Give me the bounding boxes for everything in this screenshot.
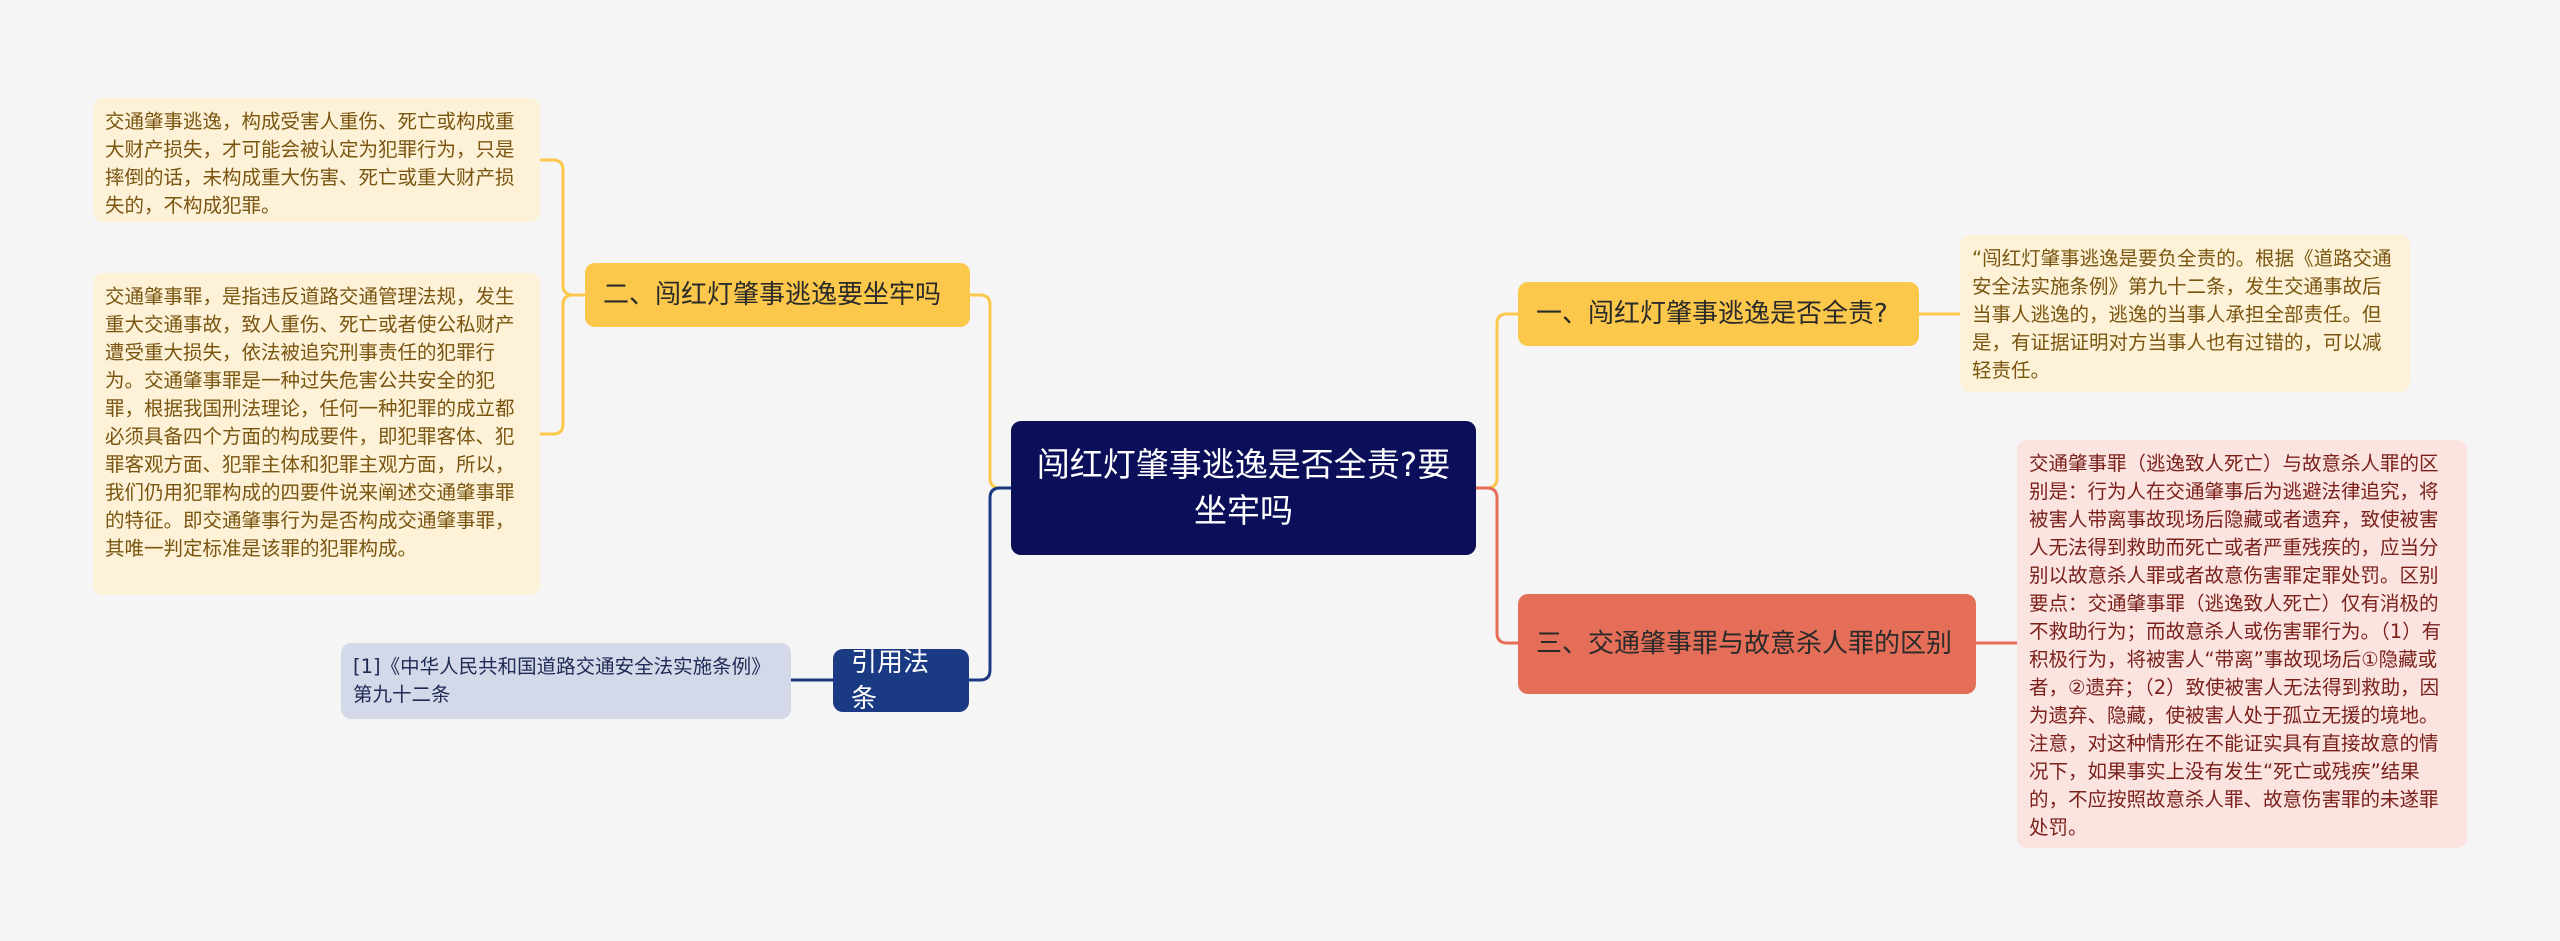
connector-branch-2-leaf-1	[540, 158, 585, 297]
central-topic[interactable]: 闯红灯肇事逃逸是否全责?要坐牢吗	[1011, 421, 1476, 555]
branch-node-3[interactable]: 三、交通肇事罪与故意杀人罪的区别	[1518, 594, 1976, 694]
branch-node-1[interactable]: 一、闯红灯肇事逃逸是否全责?	[1518, 282, 1919, 346]
citation-leaf[interactable]: [1]《中华人民共和国道路交通安全法实施条例》 第九十二条	[341, 643, 791, 719]
branch-1-leaf[interactable]: “闯红灯肇事逃逸是要负全责的。根据《道路交通安全法实施条例》第九十二条，发生交通…	[1960, 235, 2410, 392]
branch-2-label: 二、闯红灯肇事逃逸要坐牢吗	[603, 280, 942, 310]
citation-label: 引用法条	[851, 647, 930, 714]
branch-2-leaf-2-text: 交通肇事罪，是指违反道路交通管理法规，发生重大交通事故，致人重伤、死亡或者使公私…	[105, 285, 515, 560]
branch-3-leaf[interactable]: 交通肇事罪（逃逸致人死亡）与故意杀人罪的区别是：行为人在交通肇事后为逃避法律追究…	[2017, 440, 2467, 848]
branch-2-leaf-1-text: 交通肇事逃逸，构成受害人重伤、死亡或构成重大财产损失，才可能会被认定为犯罪行为，…	[105, 110, 515, 217]
branch-3-label: 三、交通肇事罪与故意杀人罪的区别	[1536, 629, 1953, 659]
connector-center-to-branch-1	[1476, 312, 1518, 490]
branch-2-leaf-1[interactable]: 交通肇事逃逸，构成受害人重伤、死亡或构成重大财产损失，才可能会被认定为犯罪行为，…	[93, 98, 540, 222]
connector-center-to-citation	[969, 486, 1011, 682]
connector-center-to-branch-3	[1476, 486, 1518, 645]
branch-2-leaf-2[interactable]: 交通肇事罪，是指违反道路交通管理法规，发生重大交通事故，致人重伤、死亡或者使公私…	[93, 273, 540, 595]
central-topic-label: 闯红灯肇事逃逸是否全责?要坐牢吗	[1036, 445, 1451, 530]
connector-branch-2-leaf-2	[540, 293, 585, 436]
connector-center-to-branch-2	[970, 293, 1011, 490]
citation-node[interactable]: 引用法条	[833, 648, 969, 714]
branch-3-leaf-text: 交通肇事罪（逃逸致人死亡）与故意杀人罪的区别是：行为人在交通肇事后为逃避法律追究…	[2029, 452, 2442, 839]
citation-leaf-text: [1]《中华人民共和国道路交通安全法实施条例》 第九十二条	[353, 655, 771, 706]
branch-1-leaf-text: “闯红灯肇事逃逸是要负全责的。根据《道路交通安全法实施条例》第九十二条，发生交通…	[1972, 247, 2392, 382]
branch-node-2[interactable]: 二、闯红灯肇事逃逸要坐牢吗	[585, 263, 970, 327]
branch-1-label: 一、闯红灯肇事逃逸是否全责?	[1536, 299, 1888, 329]
